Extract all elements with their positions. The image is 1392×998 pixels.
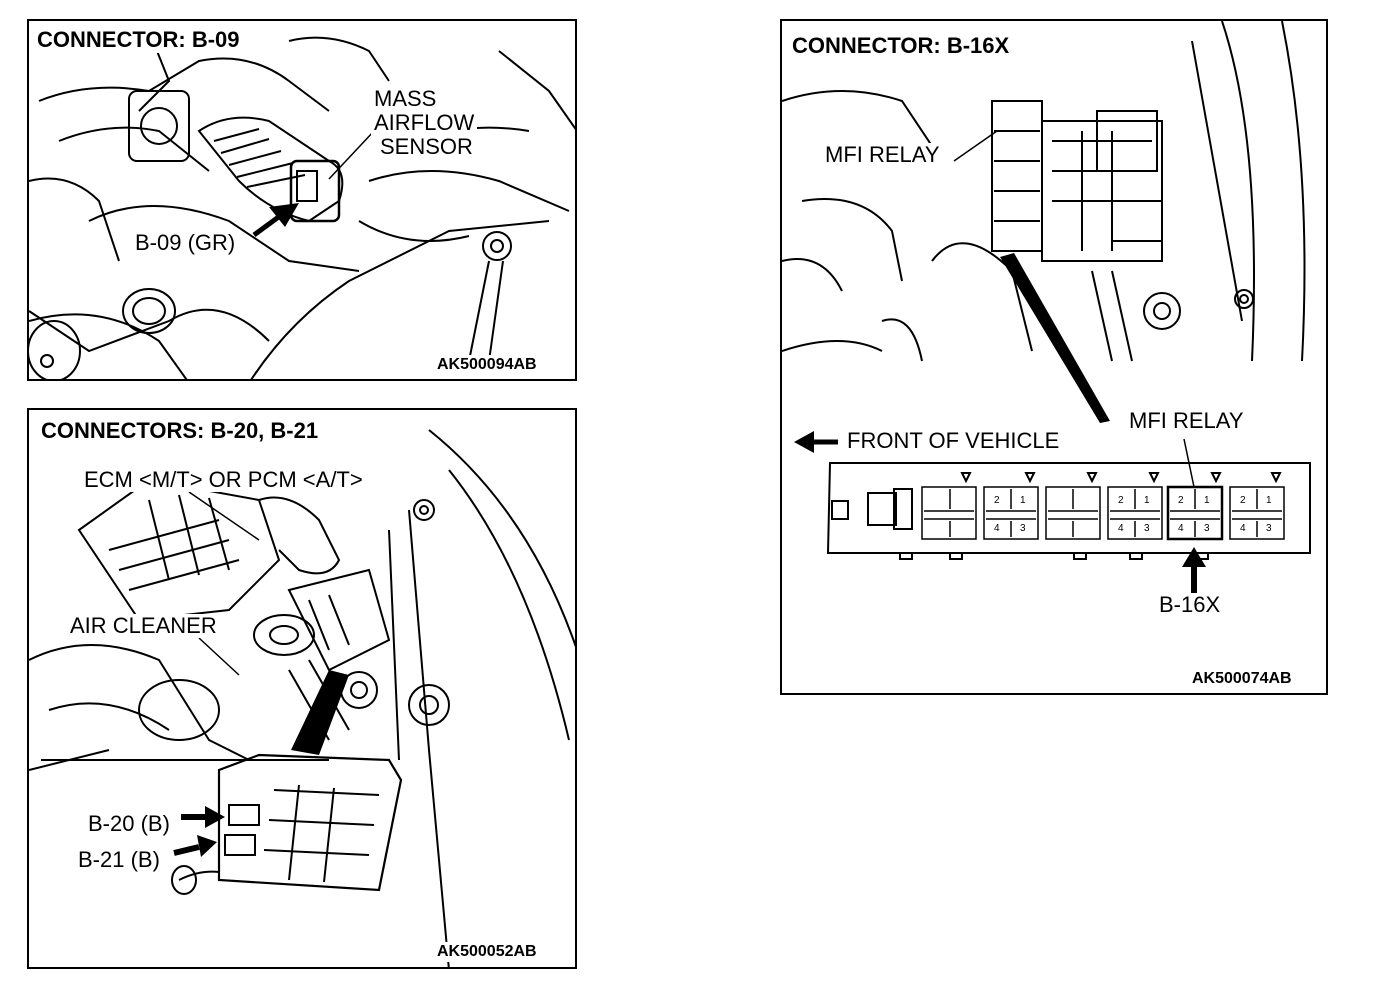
connector-b20-label: B-20 (B) — [85, 812, 173, 836]
panel-connector-b09: CONNECTOR: B-09 MASS AIRFLOW SENSOR B-09… — [27, 19, 577, 381]
pin-label: 4 — [1178, 523, 1184, 534]
connector-b21-label: B-21 (B) — [75, 848, 163, 872]
mfi-relay-label-top: MFI RELAY — [822, 143, 943, 167]
panel-connector-b16x: 2 1 4 3 2 1 4 3 2 1 4 3 2 1 4 3 CONNECTO… — [780, 19, 1328, 695]
mass-airflow-label-line1: MASS — [371, 87, 440, 111]
pin-label: 3 — [1020, 523, 1026, 534]
pin-label: 4 — [1240, 523, 1246, 534]
pin-label: 3 — [1266, 523, 1272, 534]
front-of-vehicle-label: FRONT OF VEHICLE — [844, 429, 1063, 453]
pin-label: 2 — [1240, 495, 1246, 506]
pin-label: 2 — [1178, 495, 1184, 506]
figure-code: AK500074AB — [1190, 669, 1294, 689]
panel-title: CONNECTOR: B-16X — [790, 33, 1012, 59]
pin-label: 1 — [1020, 495, 1026, 506]
connector-label: B-09 (GR) — [132, 231, 239, 255]
mfi-relay-label-detail: MFI RELAY — [1126, 409, 1247, 433]
pin-label: 3 — [1204, 523, 1210, 534]
engine-bay-drawing-ecm — [29, 429, 575, 967]
pin-label: 4 — [994, 523, 1000, 534]
figure-code: AK500094AB — [435, 355, 539, 375]
panel-connectors-b20-b21: CONNECTORS: B-20, B-21 ECM <M/T> OR PCM … — [27, 408, 577, 969]
pin-label: 1 — [1144, 495, 1150, 506]
mass-airflow-label-line2: AIRFLOW — [371, 111, 478, 135]
ecm-pcm-label: ECM <M/T> OR PCM <A/T> — [81, 468, 366, 492]
pin-label: 4 — [1118, 523, 1124, 534]
relay-box-drawing — [782, 21, 1311, 593]
air-cleaner-label: AIR CLEANER — [67, 614, 220, 638]
pin-label: 1 — [1266, 495, 1272, 506]
figure-code: AK500052AB — [435, 942, 539, 962]
engine-bay-drawing-b09 — [29, 30, 575, 379]
mass-airflow-label-line3: SENSOR — [377, 135, 476, 159]
panel-title: CONNECTORS: B-20, B-21 — [39, 418, 321, 444]
pin-label: 2 — [994, 495, 1000, 506]
pin-label: 3 — [1144, 523, 1150, 534]
pin-label: 2 — [1118, 495, 1124, 506]
pin-label: 1 — [1204, 495, 1210, 506]
panel-title: CONNECTOR: B-09 — [35, 27, 242, 53]
connector-label: B-16X — [1156, 593, 1224, 617]
